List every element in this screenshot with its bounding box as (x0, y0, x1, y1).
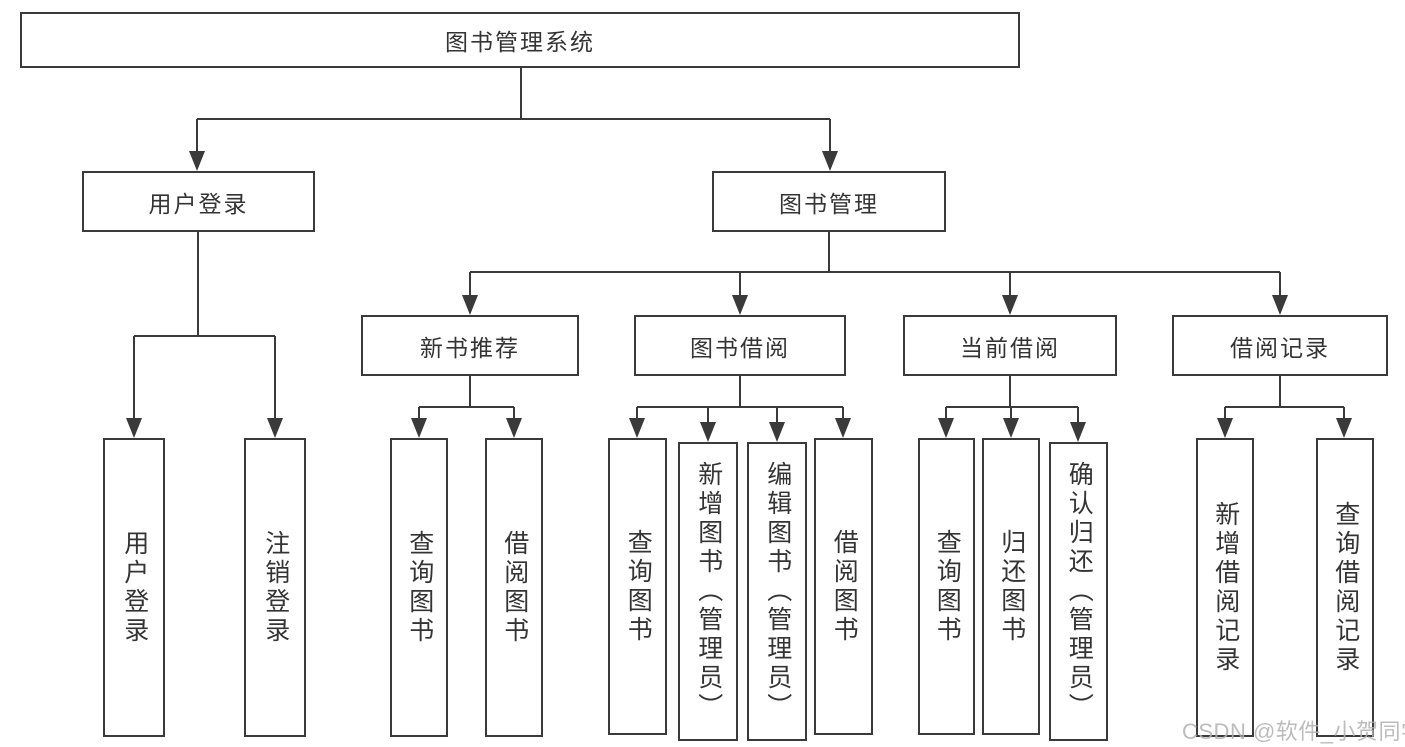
node-leaf-add-book-admin: 新增图书（管理员） (678, 442, 738, 741)
node-leaf-logout: 注销登录 (244, 438, 306, 737)
node-leaf-user-login: 用户登录 (103, 438, 165, 737)
node-leaf-query-books-1: 查询图书 (390, 438, 448, 737)
node-leaf-confirm-return-admin: 确认归还（管理员） (1049, 442, 1108, 741)
node-leaf-query-borrow-record: 查询借阅记录 (1316, 438, 1374, 737)
node-root: 图书管理系统 (20, 12, 1020, 68)
node-leaf-add-borrow-record: 新增借阅记录 (1196, 438, 1254, 737)
node-current-borrowing: 当前借阅 (903, 315, 1117, 376)
node-leaf-query-books-2: 查询图书 (608, 438, 667, 735)
node-leaf-return-book: 归还图书 (982, 438, 1040, 735)
node-leaf-borrow-books-2: 借阅图书 (814, 438, 873, 735)
node-book-management: 图书管理 (712, 171, 946, 232)
node-leaf-borrow-books-1: 借阅图书 (485, 438, 543, 737)
node-leaf-edit-book-admin: 编辑图书（管理员） (747, 442, 807, 741)
node-borrowing-records: 借阅记录 (1172, 315, 1388, 376)
node-user-login: 用户登录 (82, 171, 315, 232)
node-new-book-recommend: 新书推荐 (361, 315, 579, 376)
watermark: CSDN @软件_小贺同学 (1182, 719, 1405, 744)
node-leaf-query-books-3: 查询图书 (918, 438, 975, 735)
node-book-borrowing: 图书借阅 (634, 315, 846, 376)
